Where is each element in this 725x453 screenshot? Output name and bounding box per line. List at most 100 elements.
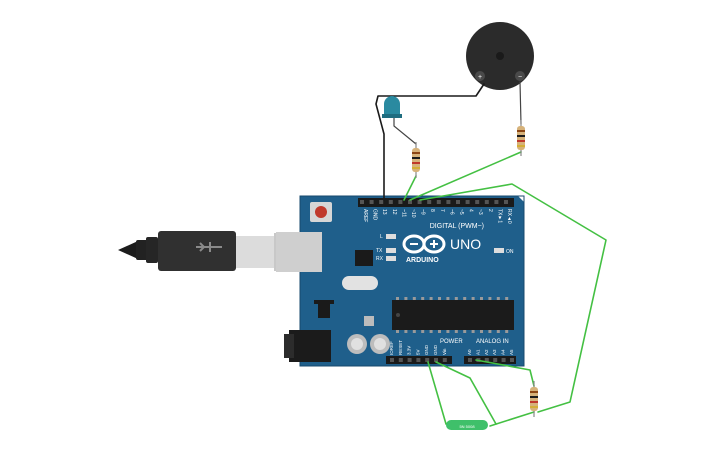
- atmega-chip: [392, 300, 514, 330]
- digital-pin[interactable]: [388, 200, 393, 204]
- power-pin[interactable]: [442, 358, 447, 362]
- led-rx: [386, 256, 396, 261]
- chip-leg: [421, 330, 425, 333]
- wire-green-sensor[interactable]: [419, 183, 607, 413]
- chip-leg: [429, 297, 433, 300]
- digital-pin[interactable]: [427, 200, 432, 204]
- chip-leg: [454, 297, 458, 300]
- sensor-body: [446, 420, 488, 430]
- resistor-buzzer[interactable]: [517, 120, 525, 156]
- wire-green-sensor-resistor[interactable]: [489, 411, 535, 427]
- chip-leg: [421, 297, 425, 300]
- on-label: ON: [506, 249, 514, 255]
- chip-leg: [438, 330, 441, 333]
- chip-leg: [480, 297, 483, 300]
- digital-pin[interactable]: [446, 200, 451, 204]
- power-pin[interactable]: [434, 358, 438, 362]
- uno-label: UNO: [450, 236, 481, 252]
- digital-pin-label: 2: [487, 209, 493, 212]
- digital-pin[interactable]: [379, 200, 384, 204]
- digital-pin-label: 12: [391, 209, 397, 215]
- analog-pin[interactable]: [484, 358, 489, 362]
- digital-pin-label: RX◄0: [506, 209, 512, 224]
- digital-pin-label: ~9: [420, 209, 426, 215]
- usb-plug-metal: [236, 236, 274, 268]
- digital-pin[interactable]: [484, 200, 489, 204]
- led-on: [494, 248, 504, 253]
- crystal: [342, 276, 378, 290]
- chip-leg: [496, 330, 500, 333]
- chip-leg: [396, 297, 399, 300]
- analog-pin[interactable]: [493, 358, 498, 362]
- chip-leg: [429, 330, 433, 333]
- usb-cable-strain-tip: [118, 241, 138, 259]
- digital-pin-label: 8: [429, 209, 435, 212]
- digital-pin-label: ~5: [458, 209, 464, 215]
- analog-header: [464, 356, 516, 364]
- digital-pin[interactable]: [456, 200, 460, 204]
- power-pin-label: 3.3V: [407, 346, 412, 355]
- analog-pin-label: A0: [467, 349, 472, 355]
- chip-leg: [471, 330, 475, 333]
- resistor-sensor[interactable]: [530, 381, 538, 417]
- power-pin[interactable]: [416, 358, 421, 362]
- digital-pin[interactable]: [398, 200, 403, 204]
- digital-pin[interactable]: [465, 200, 470, 204]
- brand-label: ARDUINO: [406, 257, 439, 264]
- power-pin-label: RESET: [398, 340, 403, 355]
- buzzer-minus-label: −: [518, 74, 522, 81]
- wire-green-led[interactable]: [403, 175, 417, 201]
- analog-pin[interactable]: [468, 358, 472, 362]
- digital-pin[interactable]: [417, 200, 422, 204]
- power-pin[interactable]: [398, 358, 403, 362]
- wire-green-buzzer[interactable]: [409, 151, 522, 201]
- chip-leg: [404, 330, 408, 333]
- analog-label: ANALOG IN: [476, 339, 509, 345]
- analog-pin-label: A3: [492, 349, 497, 355]
- sensor-label: 5N 5008: [459, 424, 475, 429]
- wire-green-a0[interactable]: [475, 359, 535, 387]
- digital-pin-label: 4: [468, 209, 474, 212]
- digital-pin[interactable]: [369, 200, 374, 204]
- power-pin-label: GND: [433, 344, 438, 355]
- digital-pin[interactable]: [494, 200, 499, 204]
- digital-pin[interactable]: [475, 200, 480, 204]
- digital-pin[interactable]: [436, 200, 441, 204]
- analog-pin[interactable]: [501, 358, 506, 362]
- dc-power-jack: [289, 330, 331, 362]
- wire-black-gnd[interactable]: [375, 83, 485, 201]
- led-body: [384, 96, 400, 116]
- analog-pin-label: A1: [475, 349, 480, 355]
- digital-pin[interactable]: [408, 200, 412, 204]
- led-tx: [386, 248, 396, 253]
- sensor-component[interactable]: 5N 5008: [446, 420, 488, 430]
- chip-leg: [463, 330, 467, 333]
- board-usb-connector: [276, 232, 322, 272]
- power-pin[interactable]: [390, 358, 394, 362]
- piezo-buzzer[interactable]: + −: [466, 22, 534, 90]
- power-pin-label: Vin: [442, 348, 447, 355]
- small-component: [364, 316, 374, 326]
- digital-pin[interactable]: [504, 200, 508, 204]
- arduino-logo-icon: [402, 234, 446, 254]
- reset-button-cap[interactable]: [315, 206, 327, 218]
- digital-pin-label: AREF: [362, 209, 368, 222]
- chip-leg: [471, 297, 475, 300]
- analog-pin[interactable]: [510, 358, 514, 362]
- chip-leg: [446, 330, 450, 333]
- led[interactable]: [382, 96, 402, 118]
- resistor-led[interactable]: [412, 142, 420, 178]
- analog-pin-label: A2: [484, 349, 489, 355]
- digital-label: DIGITAL (PWM~): [430, 223, 484, 230]
- digital-pin-label: TX►1: [496, 209, 502, 223]
- wire-green-gnd[interactable]: [435, 361, 497, 425]
- chip-leg: [505, 297, 509, 300]
- digital-pin-label: ~11: [400, 209, 406, 217]
- wire-green-5v[interactable]: [427, 361, 447, 425]
- power-pin-label: IOREF: [389, 341, 394, 355]
- led-l: [386, 234, 396, 239]
- digital-pin[interactable]: [360, 200, 364, 204]
- power-pin[interactable]: [407, 358, 412, 362]
- power-pin[interactable]: [425, 358, 430, 362]
